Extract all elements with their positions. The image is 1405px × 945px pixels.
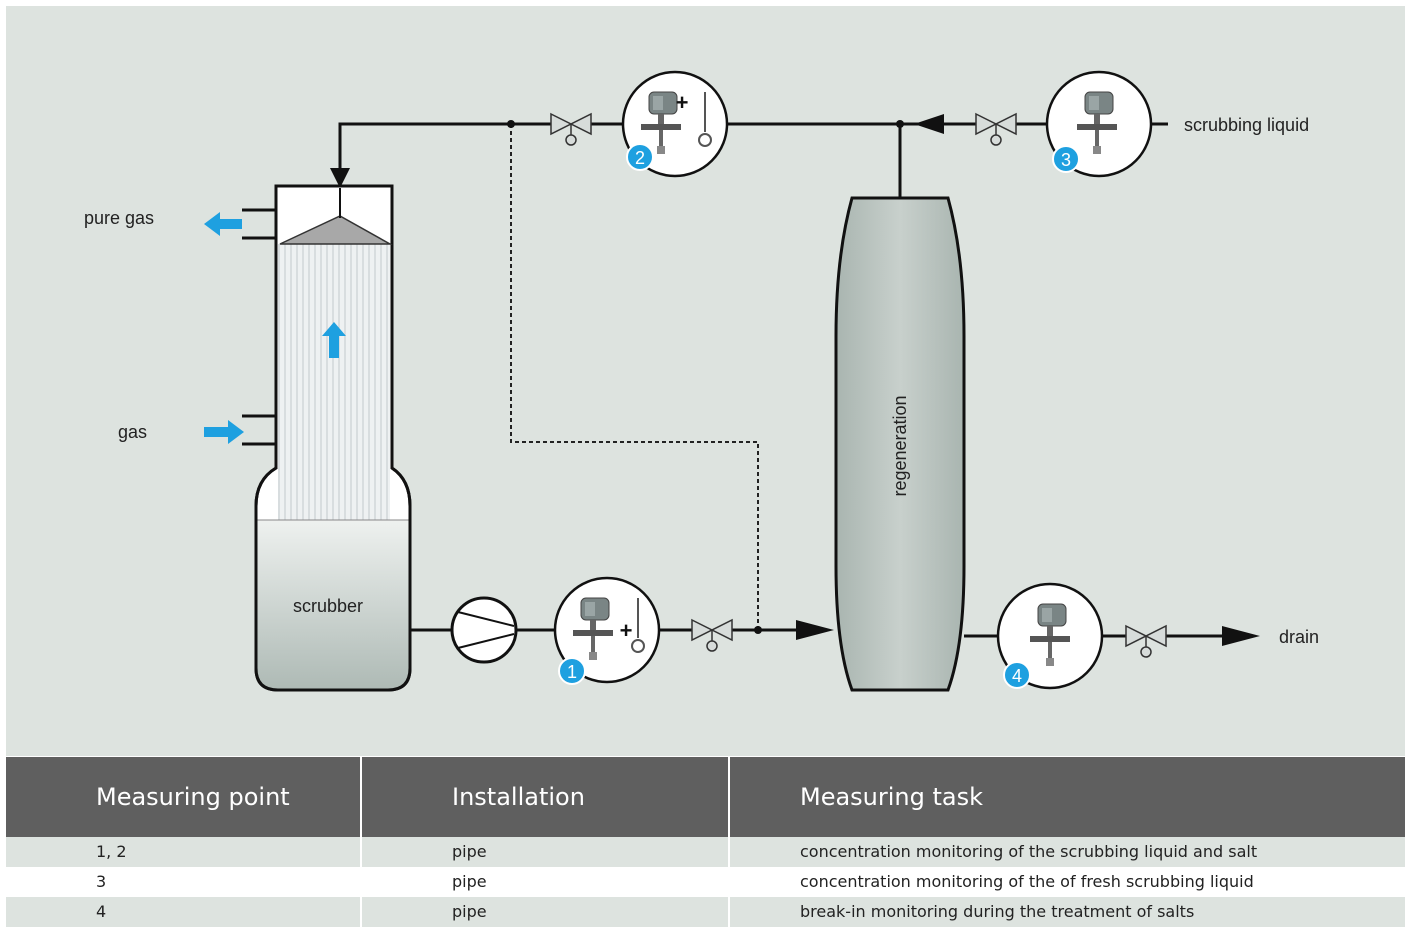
pump-symbol [450,596,518,664]
sensor-probe-icon [698,92,712,147]
blue-flow-arrows [204,212,346,444]
gas-inlet-arrow [204,420,244,444]
column-header: Installation [362,757,730,837]
table-cell: pipe [362,897,730,927]
point-badge-4: 4 [1003,661,1031,689]
table-cell: pipe [362,837,730,867]
table-cell: concentration monitoring of the of fresh… [800,872,1254,891]
badge-number: 1 [567,662,577,682]
upflow-arrow [322,322,346,358]
point-badge-1: 1 [558,657,586,685]
process-diagram: + + 2 3 1 4 regeneration pure gas gas sc… [6,6,1405,756]
valve-icon [975,113,1017,146]
table-row: 3 pipe concentration monitoring of the o… [6,867,1405,897]
scrubber-label: scrubber [293,596,364,616]
scrubbing-liquid-label: scrubbing liquid [1184,115,1310,135]
table-cell: break-in monitoring during the treatment… [800,902,1195,921]
badge-number: 3 [1061,150,1071,170]
flow-arrow-drain [1222,626,1260,646]
pure-gas-arrow [204,212,242,236]
table-row: 4 pipe break-in monitoring during the tr… [6,897,1405,927]
plus-sign: + [620,618,633,643]
pure-gas-label: pure gas [84,208,155,228]
table-cell: concentration monitoring of the scrubbin… [800,842,1258,861]
measuring-point-2 [621,70,729,178]
valve-icon [691,619,733,652]
column-header: Measuring task [800,783,984,811]
signal-line [510,124,759,630]
badge-number: 2 [635,148,645,168]
measuring-points-table: Measuring point Installation Measuring t… [6,757,1405,927]
table-cell: 1, 2 [6,837,362,867]
table-cell: pipe [362,867,730,897]
flow-arrow-left [914,114,944,134]
drain-label: drain [1279,627,1320,647]
badge-number: 4 [1012,666,1022,686]
point-badge-3: 3 [1052,145,1080,173]
sensor-probe-icon [631,598,645,653]
table-cell: 4 [6,897,362,927]
junction-dot [896,120,904,128]
table-row: 1, 2 pipe concentration monitoring of th… [6,837,1405,867]
regeneration-vessel [834,196,966,692]
scrubber-vessel [254,184,412,692]
gas-label: gas [118,422,148,442]
point-badge-2: 2 [626,143,654,171]
process-diagram-svg: + + 2 3 1 4 regeneration [204,70,1260,692]
flow-arrow-right [796,620,834,640]
flow-arrow-down [330,168,350,188]
plus-sign: + [676,90,689,115]
valve-icon [550,113,592,146]
table-header: Measuring point Installation Measuring t… [6,757,1405,837]
measuring-point-1 [553,576,661,684]
junction-dot [507,120,515,128]
valve-icon [1125,625,1167,658]
junction-dot [754,626,762,634]
regeneration-label: regeneration [890,395,910,496]
column-header: Measuring point [6,757,362,837]
table-cell: 3 [6,867,362,897]
